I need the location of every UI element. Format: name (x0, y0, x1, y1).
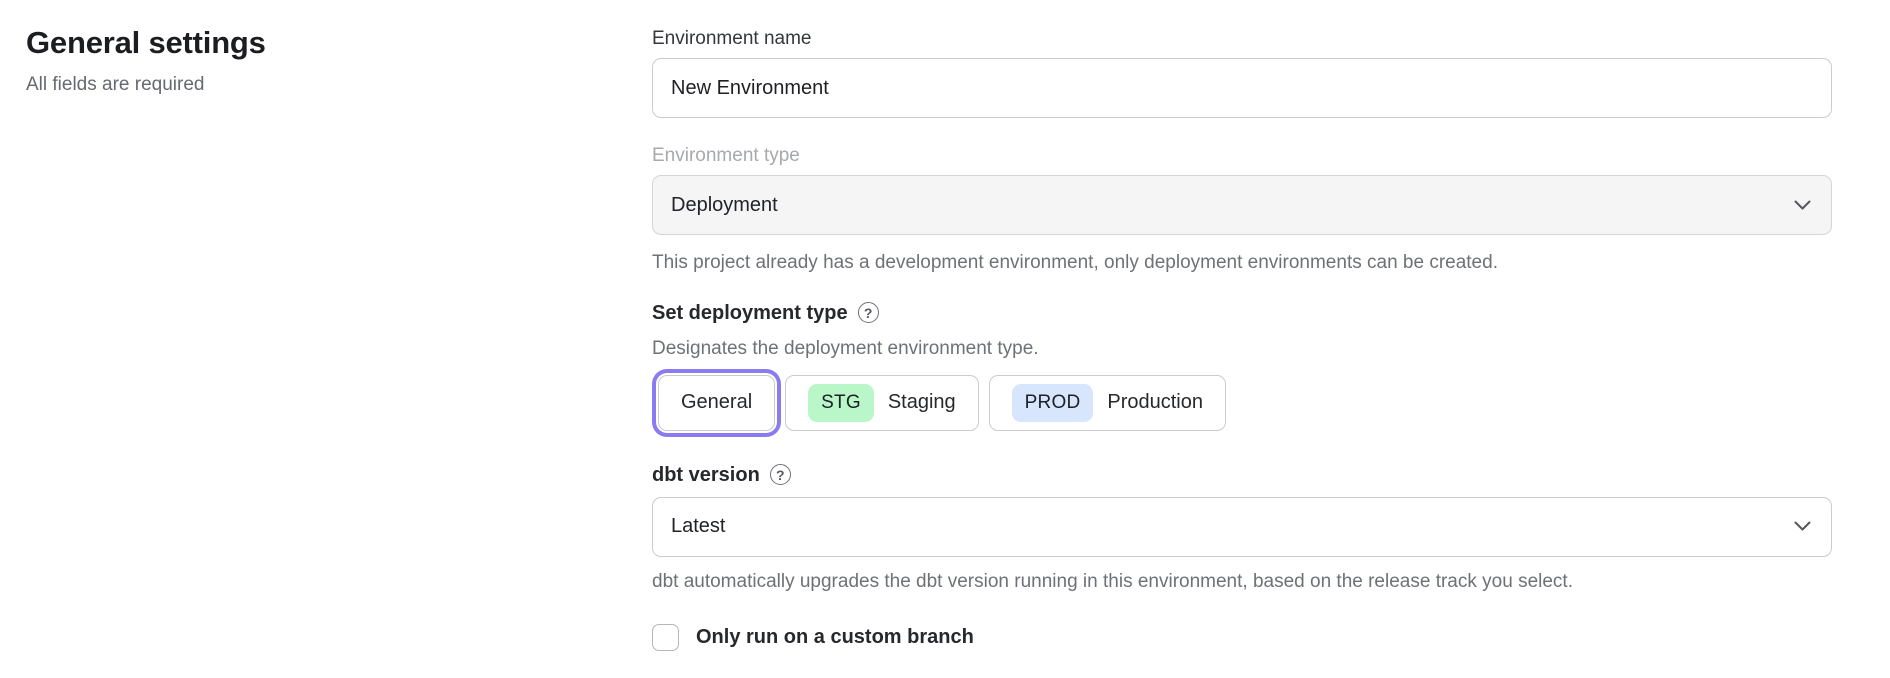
chevron-down-icon (1794, 200, 1811, 211)
page-title: General settings (26, 25, 266, 60)
help-icon[interactable]: ? (857, 302, 879, 324)
general-settings-page: General settings All fields are required… (0, 0, 1832, 651)
help-icon[interactable]: ? (769, 464, 791, 486)
custom-branch-checkbox[interactable] (652, 623, 679, 651)
deployment-type-option-staging-label: Staging (887, 391, 956, 414)
production-badge: PROD (1011, 383, 1094, 422)
deployment-type-options: General STG Staging PROD Production (652, 370, 1832, 436)
chevron-down-icon (1794, 521, 1811, 532)
settings-form: Environment name Environment type Deploy… (652, 0, 1832, 651)
environment-type-helper: This project already has a development e… (652, 252, 1498, 273)
staging-badge: STG (808, 383, 874, 422)
page-subtitle: All fields are required (26, 74, 205, 96)
custom-branch-label[interactable]: Only run on a custom branch (696, 625, 974, 648)
deployment-type-option-production[interactable]: PROD Production (988, 374, 1226, 431)
environment-type-select: Deployment (652, 175, 1832, 235)
deployment-type-label: Set deployment type (652, 301, 848, 324)
environment-type-label: Environment type (652, 145, 800, 166)
deployment-type-description: Designates the deployment environment ty… (652, 337, 1039, 359)
environment-name-input[interactable] (652, 58, 1832, 118)
environment-type-value: Deployment (671, 193, 778, 216)
deployment-type-option-production-label: Production (1107, 391, 1203, 414)
settings-header: General settings All fields are required (0, 0, 652, 651)
dbt-version-select[interactable]: Latest (652, 496, 1832, 557)
dbt-version-label: dbt version (652, 463, 760, 486)
dbt-version-value: Latest (671, 515, 726, 538)
deployment-type-option-general-label: General (681, 391, 753, 414)
deployment-type-option-staging[interactable]: STG Staging (785, 374, 979, 431)
custom-branch-row: Only run on a custom branch (652, 623, 1832, 651)
deployment-type-option-general[interactable]: General (658, 374, 776, 431)
dbt-version-helper: dbt automatically upgrades the dbt versi… (652, 570, 1573, 592)
environment-name-label: Environment name (652, 28, 812, 49)
